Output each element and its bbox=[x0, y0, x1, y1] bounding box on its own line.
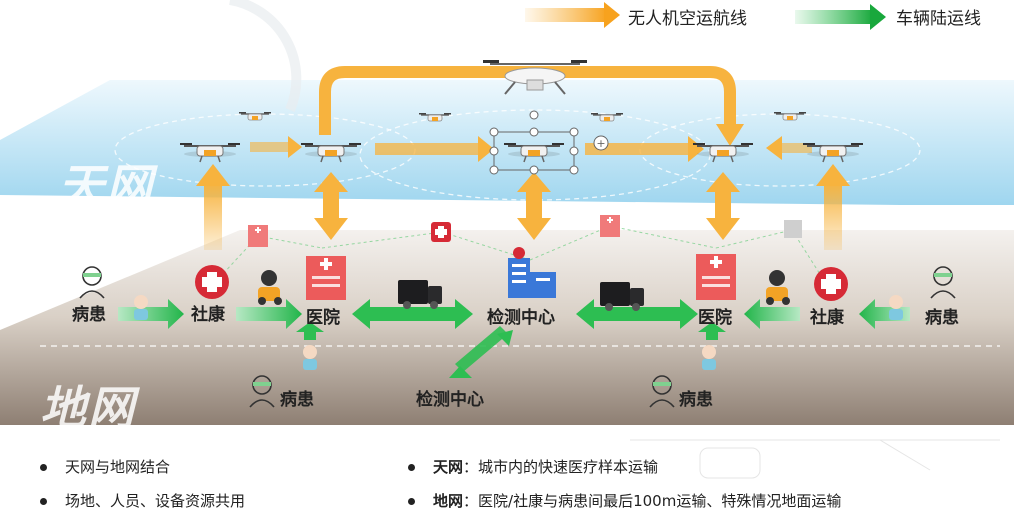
legend bbox=[525, 2, 886, 30]
bullet-right-2: 地网：医院/社康与病患间最后100m运输、特殊情况地面运输 bbox=[408, 490, 841, 511]
legend-ground-label: 车辆陆运线 bbox=[896, 9, 981, 29]
large-drone-icon bbox=[483, 60, 587, 95]
ground-routes bbox=[118, 299, 910, 378]
ground-plane bbox=[0, 230, 1014, 425]
node-patient-right: 病患 bbox=[925, 308, 959, 328]
air-routes-horizontal bbox=[250, 136, 812, 162]
lab-building-icon bbox=[508, 247, 556, 298]
nurse-icon bbox=[134, 295, 903, 370]
node-patient-left: 病患 bbox=[72, 305, 106, 325]
node-community-left: 社康 bbox=[191, 305, 225, 325]
node-lab-center: 检测中心 bbox=[487, 308, 555, 328]
node-hospital-right: 医院 bbox=[698, 308, 732, 328]
sky-plane bbox=[0, 80, 1014, 205]
faint-drone-decoration bbox=[630, 439, 1000, 479]
hospital-icon bbox=[306, 254, 736, 300]
bullet-left-2: 场地、人员、设备资源共用 bbox=[40, 490, 245, 511]
node-lab-lower: 检测中心 bbox=[416, 390, 484, 410]
sky-plane-label: 天网 bbox=[58, 159, 154, 213]
svg-text:+: + bbox=[596, 137, 605, 150]
hospital-icon bbox=[248, 215, 620, 247]
truck-icon bbox=[398, 280, 644, 311]
legend-ground-swatch bbox=[795, 10, 873, 24]
bullet-right-1: 天网：城市内的快速医疗样本运输 bbox=[408, 456, 658, 477]
selection-handles: + bbox=[489, 110, 609, 175]
bullet-left-1: 天网与地网结合 bbox=[40, 456, 170, 477]
node-patient-lower-left: 病患 bbox=[280, 390, 314, 410]
ground-plane-label: 地网 bbox=[40, 381, 136, 435]
node-patient-lower-right: 病患 bbox=[679, 390, 713, 410]
legend-air-swatch bbox=[525, 8, 607, 22]
node-community-right: 社康 bbox=[810, 308, 844, 328]
courier-icon bbox=[258, 270, 790, 305]
node-hospital-left: 医院 bbox=[306, 308, 340, 328]
clinic-cross-icon bbox=[431, 220, 802, 242]
air-routes-vertical bbox=[196, 164, 850, 250]
clinic-cross-icon bbox=[195, 265, 848, 301]
patient-icon bbox=[79, 266, 956, 408]
legend-air-label: 无人机空运航线 bbox=[628, 9, 747, 29]
